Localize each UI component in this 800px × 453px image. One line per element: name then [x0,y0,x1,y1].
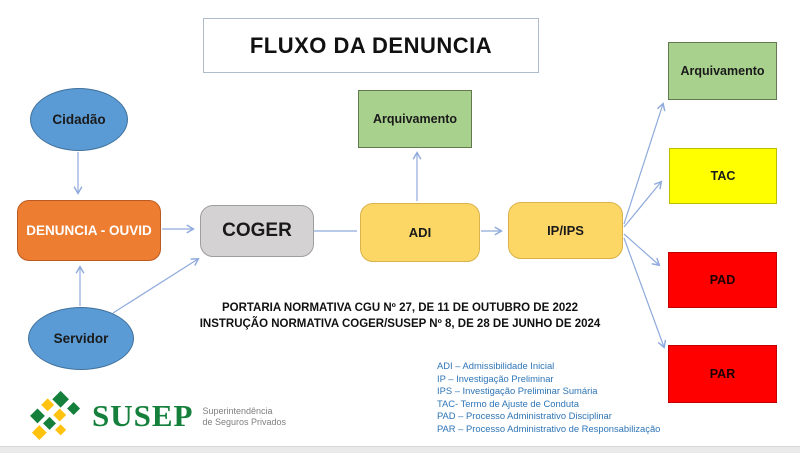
susep-subtitle-line-2: de Seguros Privados [202,417,287,427]
susep-subtitle-line-1: Superintendência [202,406,273,416]
node-adi: ADI [360,203,480,262]
page-title: FLUXO DA DENUNCIA [203,18,539,73]
node-ip-ips: IP/IPS [508,202,623,259]
legend-item-ip: IP – Investigação Preliminar [437,372,554,384]
susep-logo-wordmark: SUSEP [92,397,194,433]
node-pad: PAD [668,252,777,308]
susep-logo-icon [30,390,81,440]
node-arquivamento-adi: Arquivamento [358,90,472,148]
legend-item-par: PAR – Processo Administrativo de Respons… [437,422,661,434]
susep-logo: SUSEP Superintendência de Seguros Privad… [30,390,286,440]
node-arquivamento-final: Arquivamento [668,42,777,100]
legend-item-pad: PAD – Processo Administrativo Disciplina… [437,410,612,421]
node-servidor: Servidor [28,307,134,370]
node-denuncia-ouvid: DENUNCIA - OUVID [17,200,161,261]
node-tac: TAC [669,148,777,204]
legend-item-tac: TAC- Termo de Ajuste de Conduta [437,397,579,409]
legend-item-adi: ADI – Admissibilidade Inicial [437,360,555,371]
normativa-line-1: PORTARIA NORMATIVA CGU Nº 27, DE 11 DE O… [221,302,579,314]
node-coger: COGER [200,205,314,257]
node-cidadao: Cidadão [30,88,128,151]
normativa-note: PORTARIA NORMATIVA CGU Nº 27, DE 11 DE O… [150,301,650,332]
susep-logo-subtitle: Superintendência de Seguros Privados [202,402,286,428]
legend-item-ips: IPS – Investigação Preliminar Sumária [437,385,598,396]
normativa-line-2: INSTRUÇÃO NORMATIVA COGER/SUSEP Nº 8, DE… [199,317,601,330]
abbreviation-legend: ADI – Admissibilidade Inicial IP – Inves… [437,360,660,435]
node-par: PAR [668,345,777,403]
slide-bottom-edge [0,446,800,453]
